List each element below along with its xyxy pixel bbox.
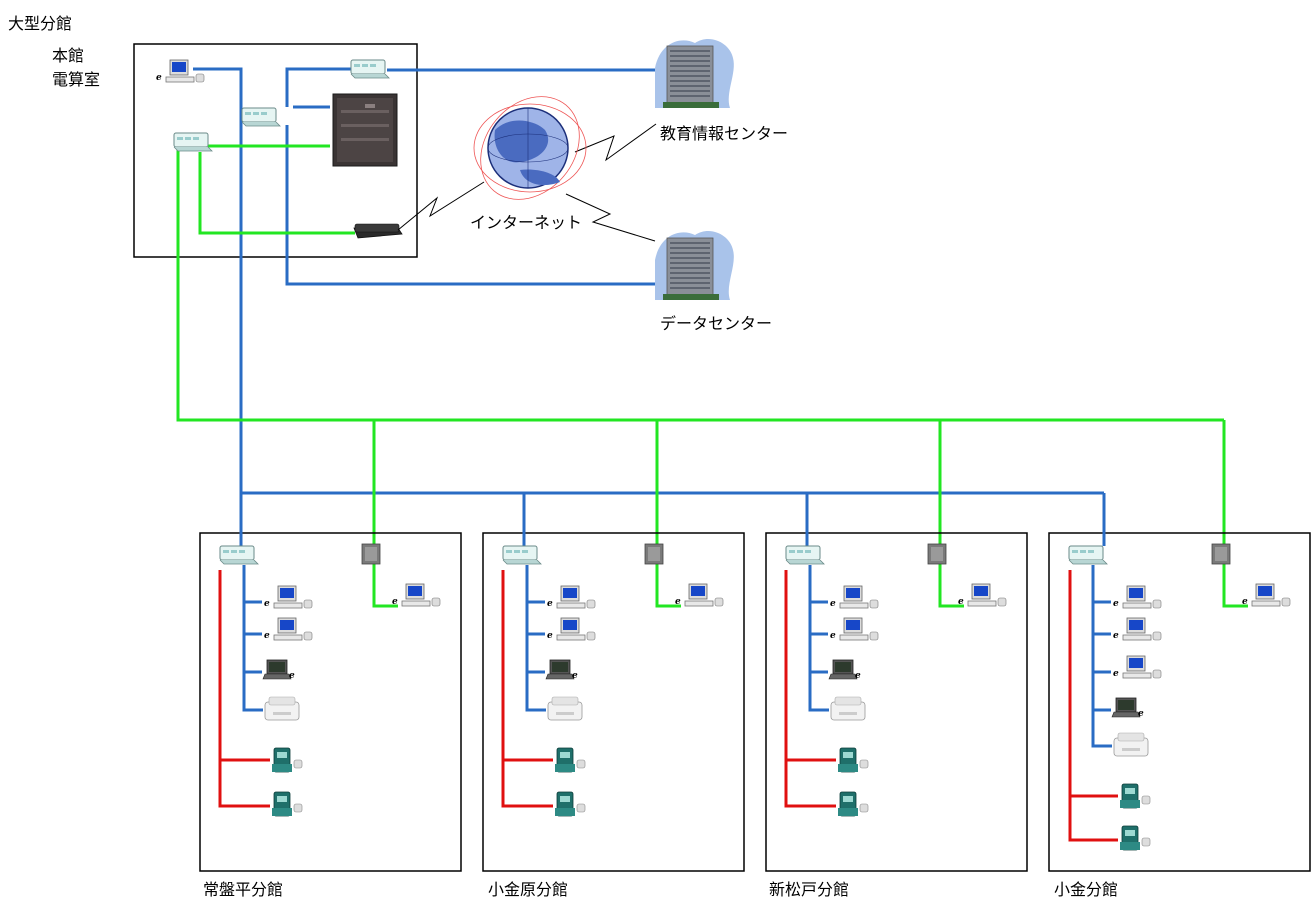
branch-box [1048,493,1311,872]
main-office-hub-icon [241,107,281,127]
branch-label: 小金分館 [1054,880,1119,899]
main-office-hub-icon [173,132,213,152]
branch-box [199,493,462,872]
branch-hub-icon [219,545,259,565]
branch-box [482,493,745,872]
branch-box [765,493,1028,872]
branch-pc-icon [957,583,1007,608]
branch-printer-icon [830,696,866,721]
edu-center-label: 教育情報センター [660,124,789,143]
data-center-building-icon [654,230,735,301]
branch-pc-icon [829,617,879,642]
branch-laptop-icon [545,659,579,682]
main-office-label-2: 電算室 [52,70,101,89]
main-office-box [133,43,418,258]
branch-router-icon [927,543,947,565]
branch-hub-icon [1068,545,1108,565]
branch-receipt-printer-icon [837,791,869,817]
branch-router-icon [644,543,664,565]
branch-laptop-icon [828,659,862,682]
branch-pc-icon [1112,585,1162,610]
branch-pc-icon [263,585,313,610]
branch-router-icon [361,543,381,565]
branch-label: 小金原分館 [488,880,569,899]
branch-laptop-icon [262,659,296,682]
branch-printer-icon [264,696,300,721]
branch-pc-icon [674,583,724,608]
branch-pc-icon [1112,617,1162,642]
edu-center-building-icon [654,38,735,109]
branch-label: 新松戸分館 [769,880,850,899]
main-office-label-1: 本館 [52,46,85,65]
branch-hub-icon [785,545,825,565]
branch-hub-icon [502,545,542,565]
modem-icon [353,223,403,239]
branch-receipt-printer-icon [1119,825,1151,851]
main-office-hub-icon [350,59,390,79]
blue-network-lines [193,67,1104,496]
branch-receipt-printer-icon [554,791,586,817]
branch-receipt-printer-icon [1119,783,1151,809]
branch-pc-icon [391,583,441,608]
branch-printer-icon [1113,732,1149,757]
diagram-title: 大型分館 [8,14,73,33]
branch-receipt-printer-icon [554,747,586,773]
branch-router-icon [1211,543,1231,565]
branch-label: 常盤平分館 [203,880,284,899]
internet-label: インターネット [470,213,583,232]
internet-globe-icon [473,96,587,200]
branch-printer-icon [547,696,583,721]
branch-pc-icon [546,585,596,610]
branch-laptop-icon [1111,697,1145,720]
data-center-label: データセンター [660,314,773,333]
branch-pc-icon [546,617,596,642]
server-rack-icon [332,93,398,167]
branch-pc-icon [829,585,879,610]
branch-receipt-printer-icon [271,791,303,817]
green-network-lines [176,144,1226,540]
main-office-pc-icon [155,59,205,84]
branch-pc-icon [263,617,313,642]
branch-receipt-printer-icon [837,747,869,773]
wan-links [397,123,657,242]
branch-pc-icon [1241,583,1291,608]
branch-pc-icon [1112,655,1162,680]
branch-receipt-printer-icon [271,747,303,773]
